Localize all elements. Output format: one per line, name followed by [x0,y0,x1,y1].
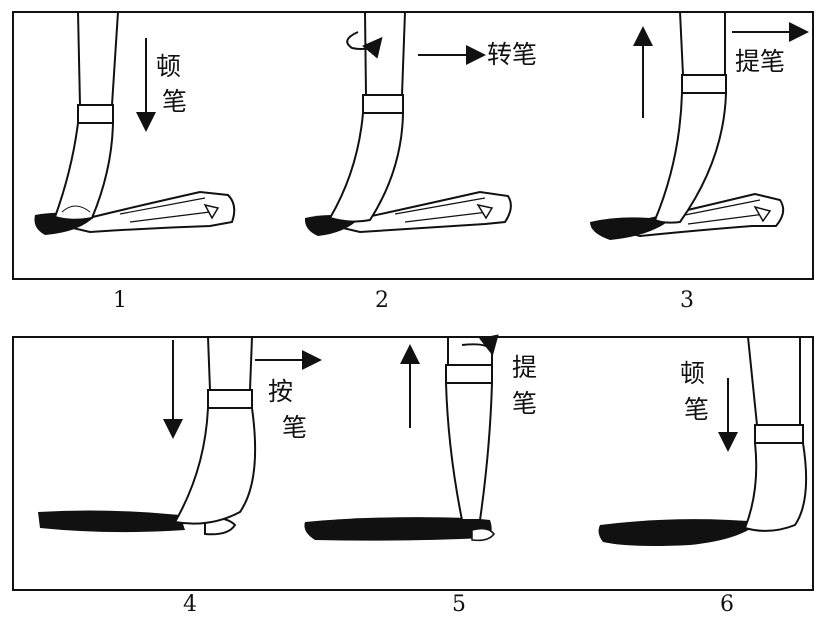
step-1-number: 1 [113,288,127,313]
step-6-illustration: 顿 笔 [598,336,808,546]
step-1-annotation-2: 笔 [162,87,187,116]
step-4-annotation-1: 按 [268,377,293,406]
step-6-annotation-2: 笔 [684,395,709,424]
step-2-illustration: 转笔 [304,11,537,236]
step-1-annotation-1: 顿 [156,52,181,81]
step-4-number: 4 [183,592,197,617]
step-3-annotation: 提笔 [735,47,785,76]
step-5-number: 5 [452,592,466,617]
step-2-annotation: 转笔 [487,40,537,69]
top-panel-frame [12,11,814,280]
step-5-annotation-1: 提 [512,353,537,382]
step-5-illustration: 提 笔 [304,334,537,542]
step-2-number: 2 [375,288,389,313]
step-4-annotation-2: 笔 [282,413,307,442]
step-1-illustration: 顿 笔 [34,11,236,235]
step-3-number: 3 [680,288,694,313]
step-3-illustration: 提笔 [590,11,809,240]
step-6-annotation-1: 顿 [680,359,705,388]
step-4-illustration: 按 笔 [38,336,322,536]
step-6-number: 6 [720,592,734,617]
bottom-panel-frame [12,336,814,591]
step-5-annotation-2: 笔 [512,389,537,418]
